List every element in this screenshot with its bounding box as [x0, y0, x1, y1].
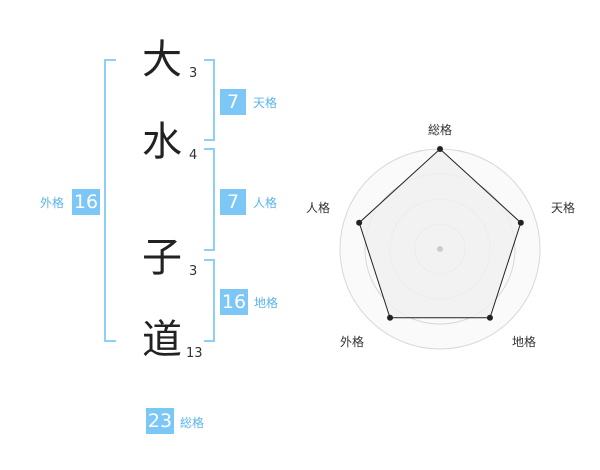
name-char-3: 子 — [142, 235, 182, 281]
radar-point — [387, 314, 394, 321]
jinkaku-bracket — [204, 148, 215, 251]
jinkaku-badge: 7 — [220, 189, 246, 215]
chikaku-label: 地格 — [254, 296, 279, 310]
gaikaku-label: 外格 — [40, 196, 65, 210]
radar-label-jinkaku: 人格 — [306, 200, 330, 215]
radar-label-soukaku: 総格 — [428, 122, 452, 137]
name-char-4: 道 — [142, 317, 182, 363]
tenkaku-badge: 7 — [220, 89, 246, 115]
radar-label-tenkaku: 天格 — [551, 200, 575, 215]
radar-center — [437, 246, 443, 252]
radar-point — [437, 146, 443, 152]
stroke-count-3: 3 — [189, 264, 198, 279]
gaikaku-bracket — [104, 59, 116, 342]
tenkaku-bracket — [204, 59, 215, 141]
name-char-1: 大 — [142, 37, 182, 83]
radar-point — [356, 219, 363, 226]
radar-point — [517, 219, 524, 226]
soukaku-badge: 23 — [146, 408, 174, 434]
name-char-2: 水 — [142, 119, 182, 165]
chikaku-bracket — [204, 259, 215, 342]
radar-points — [356, 146, 524, 321]
stroke-count-1: 3 — [189, 66, 198, 81]
radar-point — [486, 314, 493, 321]
soukaku-label: 総格 — [180, 416, 205, 430]
radar-polygon — [358, 148, 522, 319]
gaikaku-badge: 16 — [72, 189, 100, 215]
tenkaku-label: 天格 — [253, 96, 278, 110]
jinkaku-label: 人格 — [253, 196, 278, 210]
chikaku-badge: 16 — [220, 289, 248, 315]
stroke-count-2: 4 — [189, 148, 198, 163]
radar-label-gaikaku: 外格 — [340, 334, 364, 349]
stroke-count-4: 13 — [186, 346, 203, 361]
radar-label-chikaku: 地格 — [512, 334, 536, 349]
